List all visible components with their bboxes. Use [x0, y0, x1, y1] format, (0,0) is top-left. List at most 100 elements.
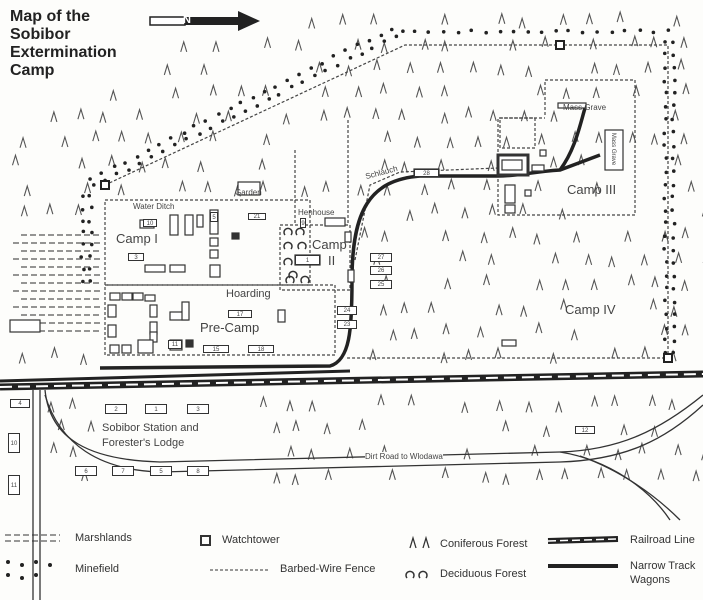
north-label: N: [183, 14, 191, 26]
conifer-icon: [431, 201, 439, 214]
conifer-icon: [61, 135, 69, 148]
conifer-icon: [562, 86, 570, 100]
mine-dot: [168, 136, 173, 140]
deciduous-tree-icon: [297, 241, 307, 250]
mine-dot: [662, 79, 667, 84]
building-b24: 24: [337, 306, 357, 315]
watchtowers: [100, 40, 673, 363]
title-line: Camp: [10, 62, 55, 79]
mine-dot: [238, 100, 243, 105]
building-b3: 3: [128, 253, 144, 261]
mine-dot: [267, 97, 272, 101]
conifer-icon: [339, 12, 347, 25]
mine-dot: [313, 73, 317, 78]
conifer-icon: [681, 226, 689, 239]
mine-dot: [323, 68, 327, 73]
conifer-icon: [442, 322, 450, 335]
conifer-icon: [361, 225, 369, 238]
mine-dot: [20, 576, 24, 580]
conifer-icon: [591, 61, 599, 74]
conifer-icon: [536, 278, 544, 291]
conifer-icon: [78, 156, 86, 169]
mine-dot: [672, 103, 676, 107]
conifer-icon: [680, 35, 688, 49]
mine-dot: [662, 337, 667, 342]
conifer-icon: [355, 85, 363, 98]
conifer-icon: [406, 61, 414, 74]
conifer-icon: [687, 179, 695, 192]
mine-dot: [81, 219, 85, 224]
mine-dot: [335, 63, 340, 68]
mine-dot: [662, 234, 667, 239]
building-s8: 8: [187, 466, 209, 476]
mine-dot: [554, 29, 558, 33]
camp3-fence: [497, 79, 636, 216]
conifer-icon: [84, 181, 92, 194]
conifer-icon: [177, 130, 185, 143]
conifer-icon: [482, 273, 491, 286]
conifer-icon: [372, 107, 380, 120]
legend-narrow-track: Narrow Track: [630, 560, 696, 572]
conifer-icon: [611, 393, 619, 407]
mine-dot: [441, 30, 446, 34]
mine-dot: [566, 28, 570, 33]
mine-dot: [297, 72, 301, 77]
conifer-icon: [441, 466, 449, 479]
conifer-icon: [585, 252, 593, 266]
mine-dot: [671, 40, 675, 45]
mine-dot: [80, 208, 85, 212]
conifer-icon: [661, 229, 669, 242]
mine-dot: [672, 65, 677, 70]
deciduous-tree-icon: [283, 241, 293, 250]
conifer-icon: [674, 153, 682, 166]
mine-dot: [394, 34, 399, 39]
mine-dot: [672, 300, 677, 305]
mine-dot: [81, 279, 85, 284]
mine-dot: [662, 51, 667, 56]
mine-dot: [662, 196, 667, 201]
conifer-icon: [69, 445, 77, 458]
conifer-icon: [465, 348, 473, 361]
conifer-icon: [379, 303, 387, 316]
mine-dot: [672, 324, 677, 329]
conifer-icon: [259, 179, 267, 192]
conifer-icon: [209, 83, 217, 96]
mine-dot: [662, 143, 666, 147]
mine-dot: [20, 563, 24, 567]
schlauch-fence: [354, 167, 499, 261]
conifer-icon: [502, 419, 510, 432]
conifer-icon: [345, 64, 353, 77]
conifer-icon: [400, 160, 408, 173]
building-b21: 21: [248, 213, 266, 220]
mine-dot: [638, 28, 643, 32]
mine-dot: [484, 30, 488, 35]
precamp-fence: [104, 284, 336, 356]
conifer-icon: [480, 231, 488, 244]
mine-dot: [137, 161, 142, 166]
mine-dot: [198, 132, 202, 136]
mine-dot: [184, 136, 188, 141]
conifer-icon: [627, 273, 635, 286]
conifer-icon: [421, 37, 429, 50]
watchtower-icon: [663, 353, 673, 363]
conifer-icon: [551, 251, 559, 264]
conifer-icon: [461, 206, 469, 219]
conifer-icon: [50, 110, 58, 123]
mine-dot: [663, 298, 667, 303]
conifer-icon: [209, 129, 217, 142]
conifer-icon: [487, 159, 495, 172]
conifer-icon: [346, 446, 354, 459]
building-b28: 28: [414, 169, 439, 177]
mine-dot: [300, 80, 304, 84]
label-camp2-numeral: II: [328, 253, 336, 268]
label-camp2: Camp: [312, 237, 347, 252]
mine-dot: [6, 573, 10, 577]
mine-dot: [81, 242, 86, 246]
conifer-icon: [77, 107, 85, 120]
conifer-icon: [494, 346, 502, 359]
conifer-icon: [629, 130, 637, 143]
dirt-road: [44, 389, 703, 463]
building-b5: 5: [210, 212, 218, 222]
